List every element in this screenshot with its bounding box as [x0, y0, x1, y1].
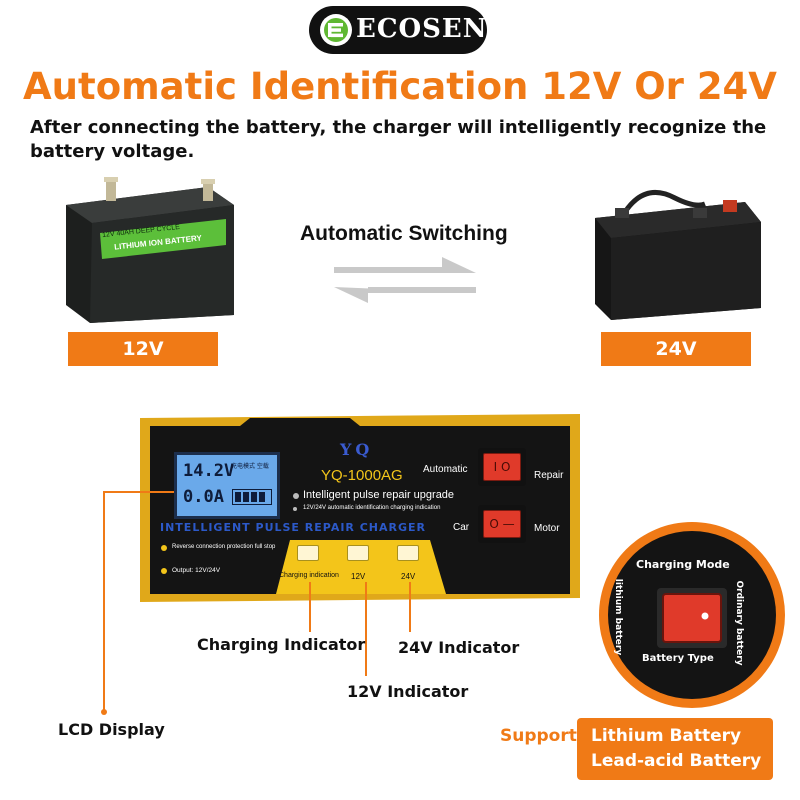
- page-title: Automatic Identification 12V Or 24V: [23, 65, 777, 108]
- lead-acid-battery-image: [595, 189, 761, 320]
- badge-24v: 24V: [601, 332, 751, 366]
- zoom-battery-type: Battery Type: [642, 653, 714, 664]
- badge-12v: 12V: [68, 332, 218, 366]
- zoom-charging-mode: Charging Mode: [636, 558, 730, 571]
- toggle-rocker: I O: [483, 453, 521, 481]
- indicator-dot-icon: [161, 545, 167, 551]
- lcd-battery-bars-icon: [232, 489, 272, 505]
- brand-logo: YQ: [340, 440, 374, 459]
- switch-arrows-icon: [334, 257, 476, 303]
- lcd-voltage: 14.2V: [183, 461, 235, 481]
- lcd-current: 0.0A: [183, 487, 224, 507]
- support-box: Lithium Battery Lead-acid Battery: [577, 718, 773, 780]
- label-car: Car: [453, 522, 470, 533]
- callout-12v-indicator: 12V Indicator: [347, 682, 469, 701]
- model-number: YQ-1000AG: [321, 467, 403, 484]
- logo-text: ECOSEN: [356, 14, 488, 44]
- panel-slogan: INTELLIGENT PULSE REPAIR CHARGER: [160, 521, 426, 534]
- 12v-indicator-light: [347, 545, 369, 561]
- bullet-icon: [293, 507, 297, 511]
- vehicle-toggle-switch[interactable]: O —: [478, 505, 526, 543]
- label-repair: Repair: [534, 470, 564, 481]
- charging-indicator-light: [297, 545, 319, 561]
- feature-text-2: 12V/24V automatic identification chargin…: [303, 505, 441, 511]
- description-text: After connecting the battery, the charge…: [30, 117, 767, 162]
- support-lithium: Lithium Battery: [591, 726, 742, 746]
- pad-label-24v: 24V: [401, 572, 416, 581]
- lcd-mode-text: 充电模式 空载: [231, 463, 269, 470]
- zoom-circle: [599, 522, 785, 708]
- output-text: Output: 12V/24V: [172, 567, 221, 574]
- lcd-display: 14.2V 0.0A 充电模式 空载: [174, 452, 280, 519]
- mode-toggle-switch[interactable]: I O: [478, 448, 526, 486]
- pad-label-12v: 12V: [351, 572, 366, 581]
- feature-text-1: Intelligent pulse repair upgrade: [303, 489, 455, 501]
- switch-label: Automatic Switching: [300, 222, 508, 245]
- label-motor: Motor: [534, 523, 560, 534]
- 24v-indicator-light: [397, 545, 419, 561]
- toggle-symbol: O —: [489, 517, 515, 531]
- toggle-symbol: I O: [493, 460, 511, 474]
- callout-charging-indicator: Charging Indicator: [197, 635, 366, 654]
- reverse-protection-text: Reverse connection protection full stop: [172, 544, 276, 550]
- toggle-rocker: O —: [483, 510, 521, 538]
- callout-lcd-display: LCD Display: [58, 720, 165, 739]
- zoom-lithium-label: lithium battery: [613, 578, 623, 656]
- ecosen-logo-icon: [320, 14, 352, 46]
- support-lead-acid: Lead-acid Battery: [591, 751, 762, 771]
- support-label: Support: [500, 726, 577, 746]
- pad-label-charging: Charging indication: [279, 572, 339, 579]
- label-automatic: Automatic: [423, 464, 468, 475]
- lithium-battery-image: [66, 177, 234, 323]
- callout-24v-indicator: 24V Indicator: [398, 638, 520, 657]
- zoom-ordinary-label: Ordinary battery: [734, 580, 744, 666]
- indicator-dot-icon: [161, 568, 167, 574]
- bullet-icon: [293, 493, 299, 499]
